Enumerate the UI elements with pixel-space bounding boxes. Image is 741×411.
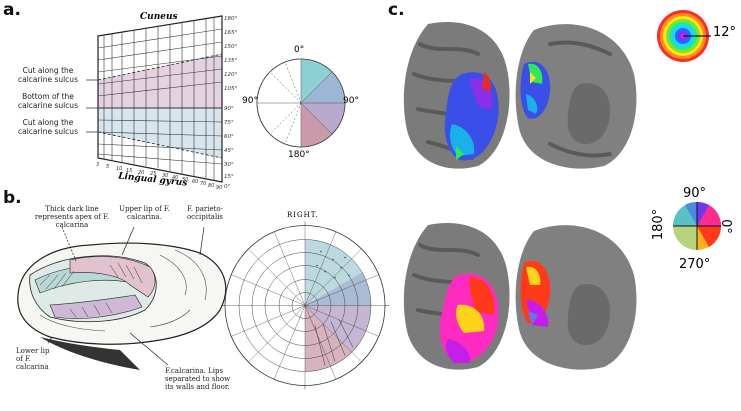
retinotopic-grid-diagram: 180° 165° 150° 135° 120° 105° 90° 75° 60…: [86, 15, 237, 191]
eccentricity-label: 12°: [713, 25, 737, 40]
polar-label-bottom: 270°: [679, 257, 711, 272]
perimetry-title: RIGHT.: [287, 211, 319, 219]
svg-text:135°: 135°: [224, 58, 237, 64]
perimetry-chart: [221, 221, 389, 390]
polar-label-right: 0°: [717, 219, 733, 234]
lower-lip-label: Lower lip of F. calcarina: [16, 347, 50, 371]
thick-line-label: Thick dark line represents apex of F. ca…: [34, 205, 110, 229]
svg-text:150°: 150°: [224, 44, 237, 50]
svg-text:60: 60: [192, 179, 198, 185]
panel-a-letter: a.: [3, 0, 21, 20]
svg-text:165°: 165°: [224, 30, 237, 36]
svg-text:80: 80: [208, 183, 214, 189]
brain-polar-medial: [515, 225, 637, 370]
svg-text:60°: 60°: [224, 134, 234, 140]
brain-sketch-diagram: [17, 226, 227, 370]
bottom-calcarine-label: Bottom of the calcarine sulcus: [18, 92, 78, 110]
svg-text:0°: 0°: [224, 184, 230, 190]
polar-label-top: 90°: [683, 186, 707, 201]
right-axis-ticks: 180° 165° 150° 135° 120° 105° 90° 75° 60…: [224, 16, 237, 190]
svg-text:120°: 120°: [224, 72, 237, 78]
cut-label-lower: Cut along the calcarine sulcus: [18, 118, 78, 136]
panel-b-letter: b.: [3, 188, 22, 208]
svg-text:40: 40: [172, 175, 178, 181]
svg-text:15: 15: [126, 168, 132, 174]
svg-text:105°: 105°: [224, 86, 237, 92]
calcarina-label: F.calcarina. Lips separated to show its …: [165, 367, 231, 391]
pie-label-left: 90°: [242, 96, 258, 106]
brain-eccentricity-medial: [515, 24, 637, 169]
svg-text:90°: 90°: [224, 106, 234, 112]
polar-angle-legend: [673, 201, 722, 250]
svg-text:20: 20: [138, 170, 144, 176]
polar-label-left: 180°: [651, 208, 667, 241]
svg-text:3: 3: [96, 162, 99, 168]
cut-label-upper: Cut along the calcarine sulcus: [18, 66, 78, 84]
svg-text:10: 10: [116, 166, 122, 172]
pie-label-top: 0°: [294, 45, 305, 55]
brain-eccentricity-lateral: [403, 22, 510, 169]
svg-text:15°: 15°: [224, 174, 234, 180]
bottom-axis-ticks: 3 5 10 15 20 25 30 40 50 60 70 80 90: [96, 162, 222, 191]
brain-polar-lateral: [403, 223, 510, 370]
svg-text:180°: 180°: [224, 16, 237, 22]
svg-text:90: 90: [216, 185, 222, 191]
pie-label-right: 90°: [343, 96, 359, 106]
pie-label-bottom: 180°: [288, 150, 310, 160]
svg-text:45°: 45°: [224, 148, 234, 154]
svg-text:30°: 30°: [224, 162, 234, 168]
cuneus-label: Cuneus: [140, 12, 178, 22]
svg-text:75°: 75°: [224, 120, 234, 126]
visual-field-pie: [256, 58, 346, 148]
svg-text:30: 30: [162, 173, 168, 179]
upper-lip-label: Upper lip of F. calcarina.: [119, 205, 170, 221]
eccentricity-legend: [657, 10, 711, 62]
parieto-label: F. parieto-occipitalis: [186, 205, 224, 221]
svg-text:5: 5: [106, 164, 109, 170]
svg-text:50: 50: [182, 177, 188, 183]
svg-text:25: 25: [150, 171, 156, 177]
panel-c-letter: c.: [388, 0, 405, 20]
svg-text:70: 70: [200, 181, 206, 187]
